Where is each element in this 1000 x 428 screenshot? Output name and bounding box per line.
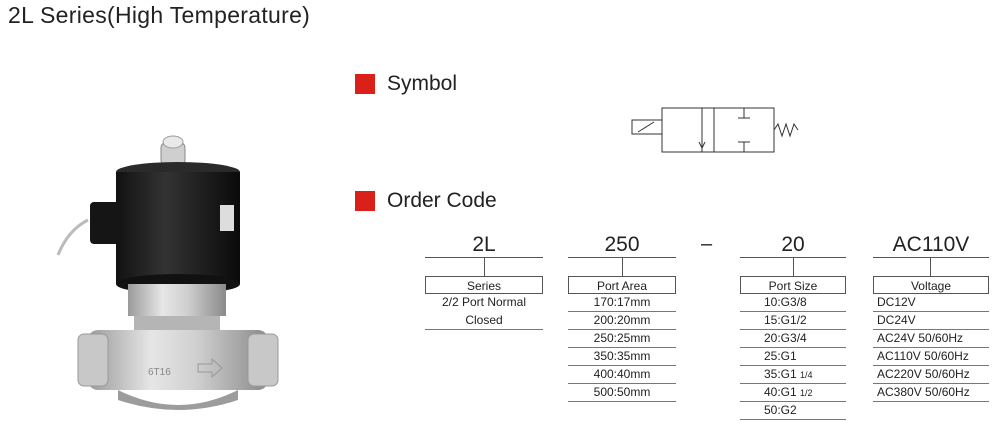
- series-header: Series: [425, 276, 543, 294]
- connector-line: [484, 257, 485, 276]
- symbol-label: Symbol: [387, 72, 458, 95]
- code-separator: –: [701, 233, 713, 255]
- page-title: 2L Series(High Temperature): [8, 2, 311, 28]
- voltage-option: AC380V 50/60Hz: [873, 384, 989, 402]
- underline: [873, 257, 989, 258]
- port-size-header: Port Size: [740, 276, 846, 294]
- port-size-option: 10:G3/8: [740, 294, 846, 312]
- symbol-section-header: Symbol: [355, 72, 457, 96]
- connector-line: [622, 257, 623, 276]
- port-area-option: 500:50mm: [568, 384, 676, 402]
- connector-line: [793, 257, 794, 276]
- voltage-option: AC220V 50/60Hz: [873, 366, 989, 384]
- voltage-option: DC24V: [873, 312, 989, 330]
- order-code-section-header: Order Code: [355, 189, 497, 213]
- red-square-marker: [355, 74, 375, 94]
- code-port-size: 20: [781, 233, 805, 256]
- valve-symbol-diagram: [631, 107, 799, 153]
- port-area-option: 250:25mm: [568, 330, 676, 348]
- order-code-label: Order Code: [387, 189, 497, 212]
- port-size-option: 35:G1 1/4: [740, 366, 846, 384]
- port-size-option: 40:G1 1/2: [740, 384, 846, 402]
- port-size-option: 15:G1/2: [740, 312, 846, 330]
- port-size-option: 20:G3/4: [740, 330, 846, 348]
- red-square-marker: [355, 191, 375, 211]
- port-size-option: 25:G1: [740, 348, 846, 366]
- voltage-header: Voltage: [873, 276, 989, 294]
- port-area-option: 350:35mm: [568, 348, 676, 366]
- code-voltage: AC110V: [892, 233, 970, 256]
- port-area-header: Port Area: [568, 276, 676, 294]
- port-area-option: 170:17mm: [568, 294, 676, 312]
- connector-line: [930, 257, 931, 276]
- solenoid-valve-image: 6T16: [56, 135, 279, 410]
- casting-mark: 6T16: [148, 367, 171, 378]
- voltage-option: DC12V: [873, 294, 989, 312]
- code-port-area: 250: [604, 233, 640, 256]
- series-option: Closed: [425, 312, 543, 330]
- voltage-option: AC24V 50/60Hz: [873, 330, 989, 348]
- series-option: 2/2 Port Normal: [441, 295, 527, 309]
- port-area-option: 200:20mm: [568, 312, 676, 330]
- port-size-option: 50:G2: [740, 402, 846, 420]
- port-area-option: 400:40mm: [568, 366, 676, 384]
- voltage-option: AC110V 50/60Hz: [873, 348, 989, 366]
- code-series: 2L: [472, 233, 496, 256]
